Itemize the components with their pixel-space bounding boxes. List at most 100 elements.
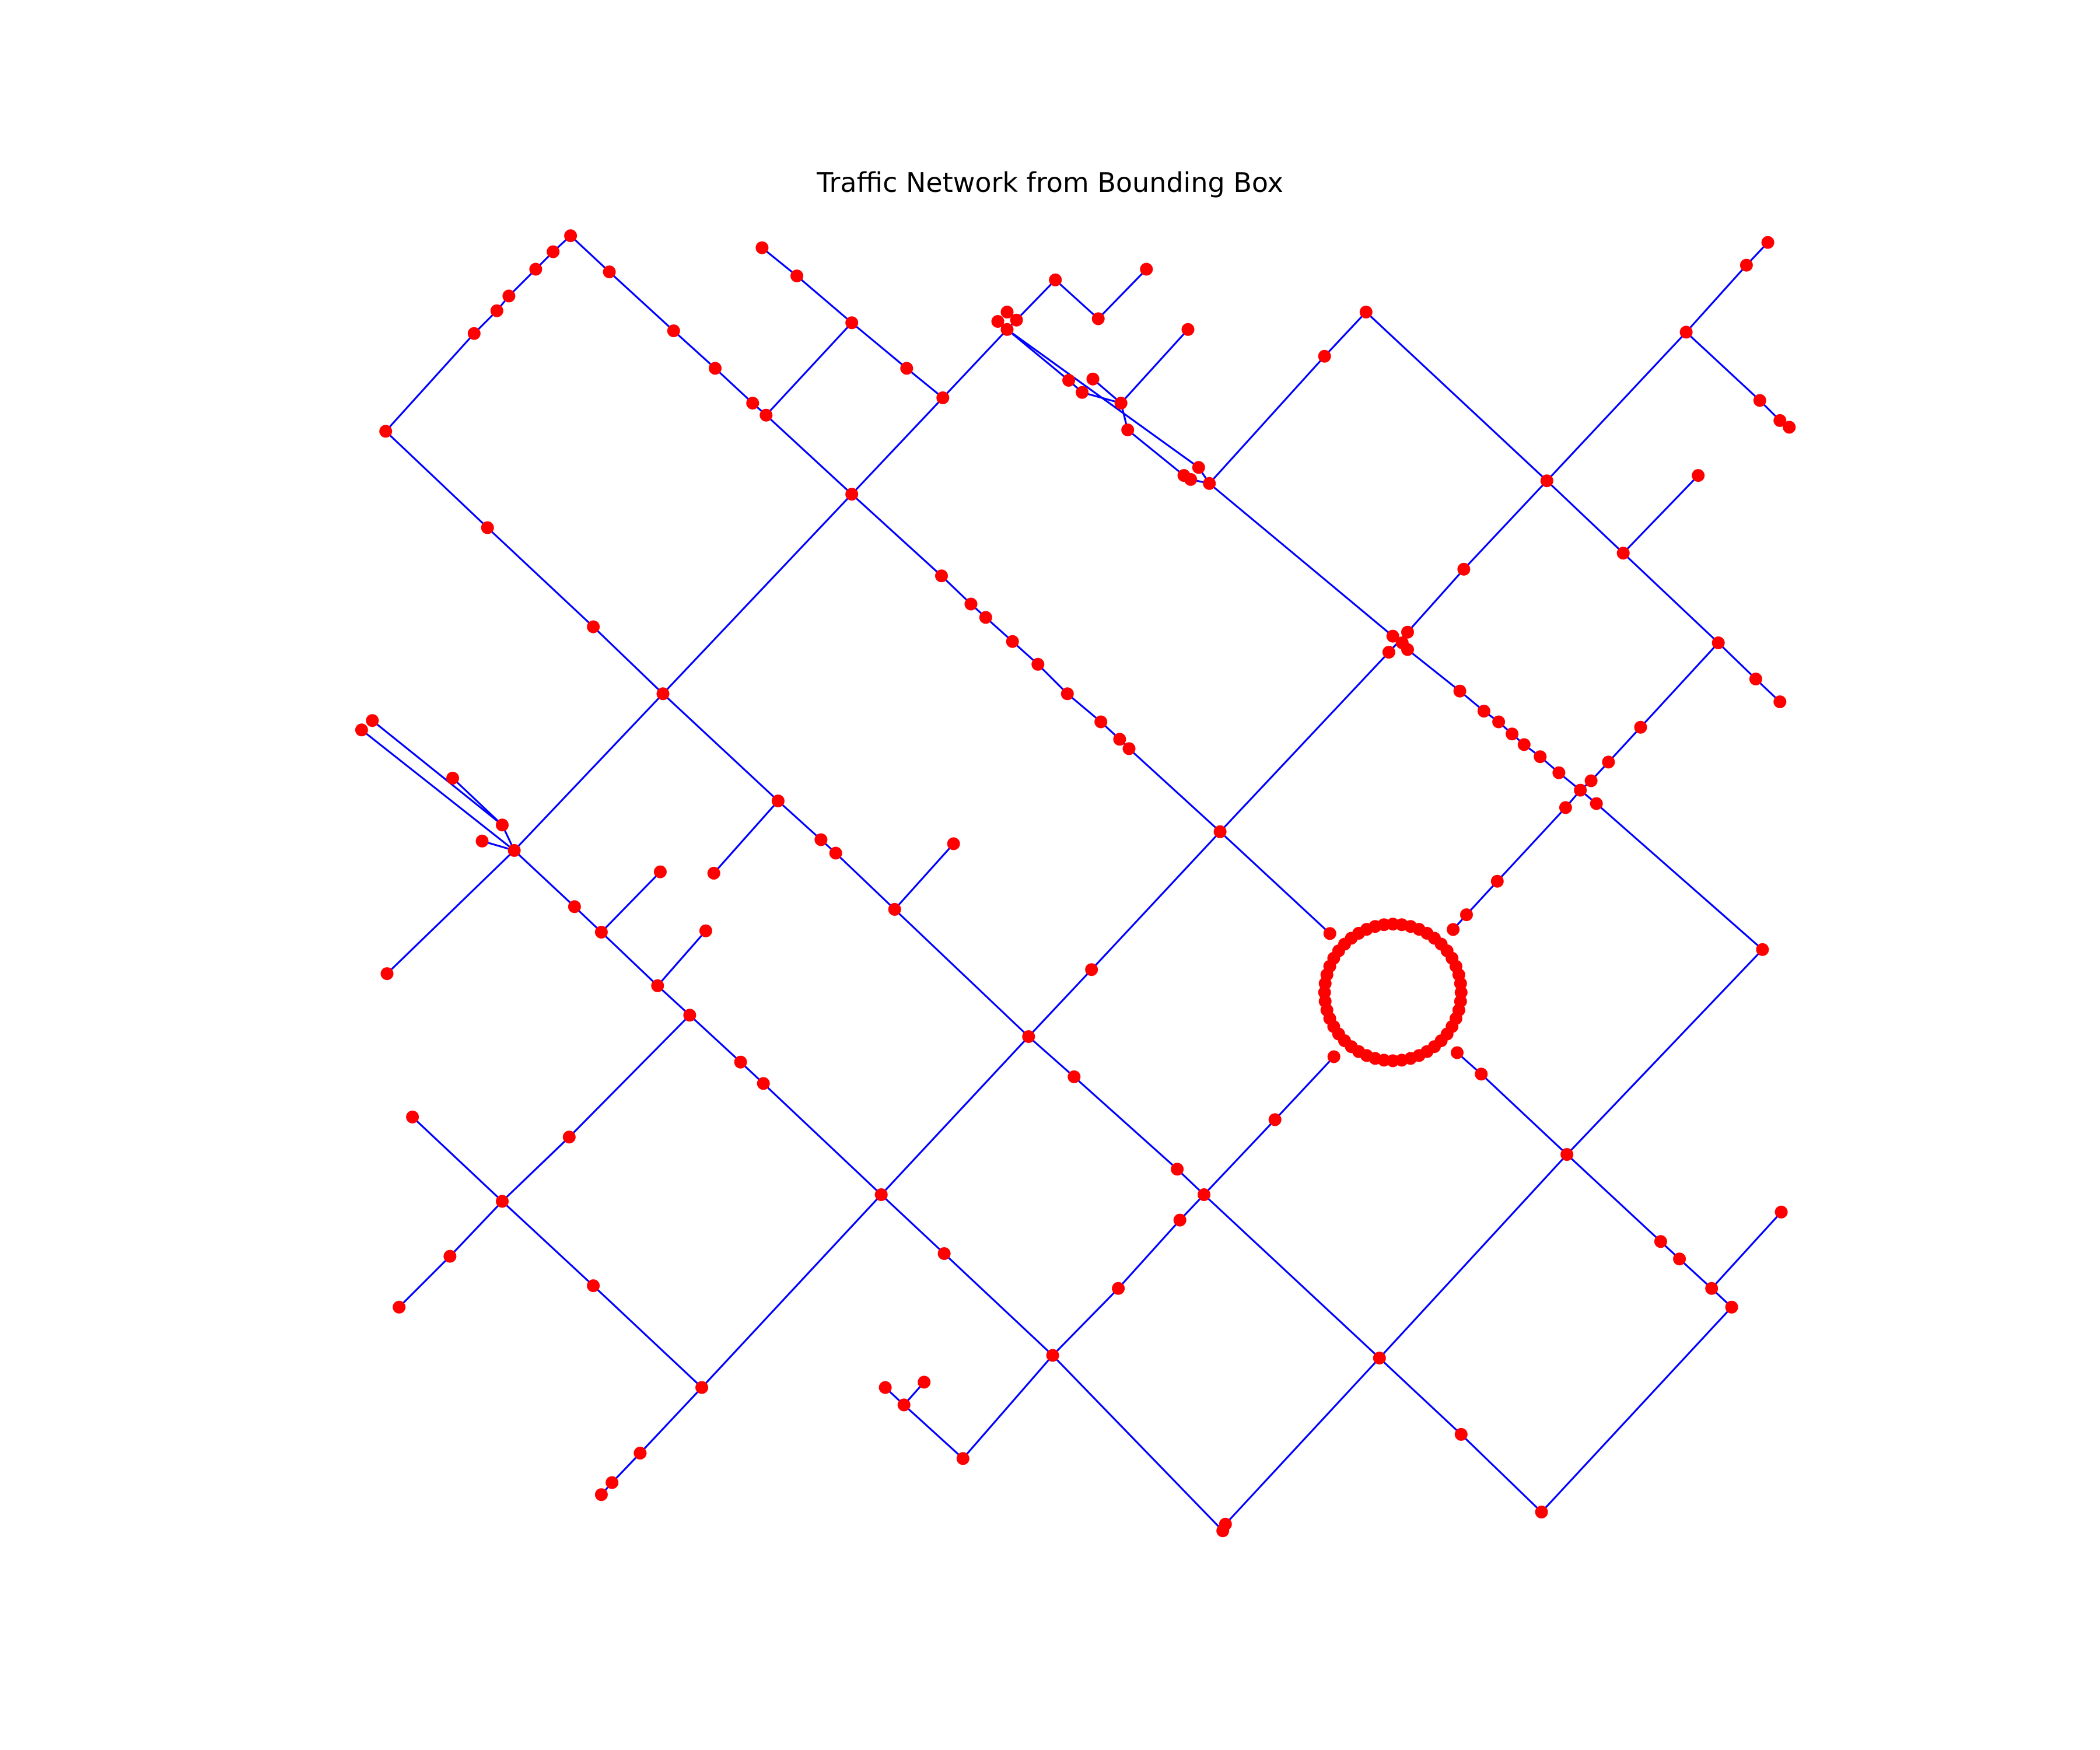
road-edge [398,1014,691,1308]
network-node [490,304,503,317]
network-node [1552,766,1566,779]
network-node [888,902,901,916]
road-edge [1711,1211,1782,1289]
network-node [380,967,394,981]
network-node [1584,774,1598,788]
network-node [1783,421,1796,434]
network-node [587,1279,600,1293]
network-node [699,924,712,937]
network-node [707,866,720,880]
network-node [1460,908,1473,922]
network-node [1184,473,1198,486]
network-node [790,270,804,282]
network-node [1673,1252,1686,1266]
network-node [1477,705,1490,718]
network-node [936,391,950,404]
network-node [1373,1352,1386,1365]
network-node [829,846,842,860]
road-edge [385,234,1331,935]
network-node [1534,750,1547,764]
network-node [1113,733,1126,746]
network-node [878,1381,892,1394]
network-node [760,408,773,422]
network-node [379,425,393,438]
figure-title: Traffic Network from Bounding Box [817,167,1283,198]
network-node [481,521,494,534]
network-node [918,1376,931,1389]
network-node [1756,943,1769,956]
network-node [1114,397,1128,410]
road-edge [385,430,1542,1513]
network-node [935,569,948,583]
network-node [1535,1506,1548,1519]
road-edge [513,849,1224,1532]
network-node [814,833,828,846]
network-node [502,289,516,303]
network-node [1602,755,1615,769]
network-node [1692,469,1705,482]
network-node [1712,636,1725,649]
network-node [564,229,578,243]
network-node [393,1300,406,1314]
network-node [496,1195,509,1208]
network-node [1140,262,1153,276]
network-node [1451,1046,1464,1059]
network-node [653,865,667,878]
network-node [979,611,992,624]
network-node [1517,738,1531,751]
network-node [1122,742,1136,755]
network-node [1475,1068,1488,1081]
network-node [606,1476,619,1489]
network-node [1761,236,1774,249]
network-node [355,723,368,737]
network-node [1634,720,1647,734]
network-node [845,316,859,330]
network-node [1540,474,1553,488]
network-node [1006,635,1019,648]
road-edge [360,729,515,852]
network-node [1198,1188,1210,1201]
network-node [467,327,481,340]
road-edge [1622,474,1699,554]
network-node [1010,313,1023,327]
network-node [1740,258,1753,272]
network-node [937,1247,951,1260]
network-node [1386,629,1399,643]
network-node [1068,1070,1081,1083]
network-node [1062,374,1076,387]
network-node [734,1055,747,1069]
network-node [1395,636,1409,649]
road-edge [1209,310,1781,703]
network-node [1401,625,1414,639]
network-node [594,926,608,939]
network-node [634,1447,647,1460]
network-node [547,245,560,258]
network-node [757,1077,770,1090]
network-node [1181,323,1195,336]
network-node [406,1110,419,1124]
network-node [1773,695,1787,709]
network-node [683,1009,696,1022]
network-node [1173,1213,1186,1227]
network-node [529,262,542,276]
network-node [991,315,1005,328]
network-node [1022,1030,1035,1043]
network-node [594,1488,608,1502]
network-node [366,714,379,727]
road-edge [713,800,779,874]
network-node [1679,326,1693,339]
network-node [1091,312,1105,326]
network-node [1457,562,1471,576]
network-node [1000,305,1014,318]
road-edge [1685,331,1790,428]
network-node [709,362,722,375]
road-edge [600,242,1769,1496]
network-node [1112,1282,1125,1295]
network-node [587,620,600,634]
road-edge [1092,328,1189,405]
road-edge [1055,268,1147,320]
network-node [1060,687,1074,701]
network-node [746,397,760,410]
